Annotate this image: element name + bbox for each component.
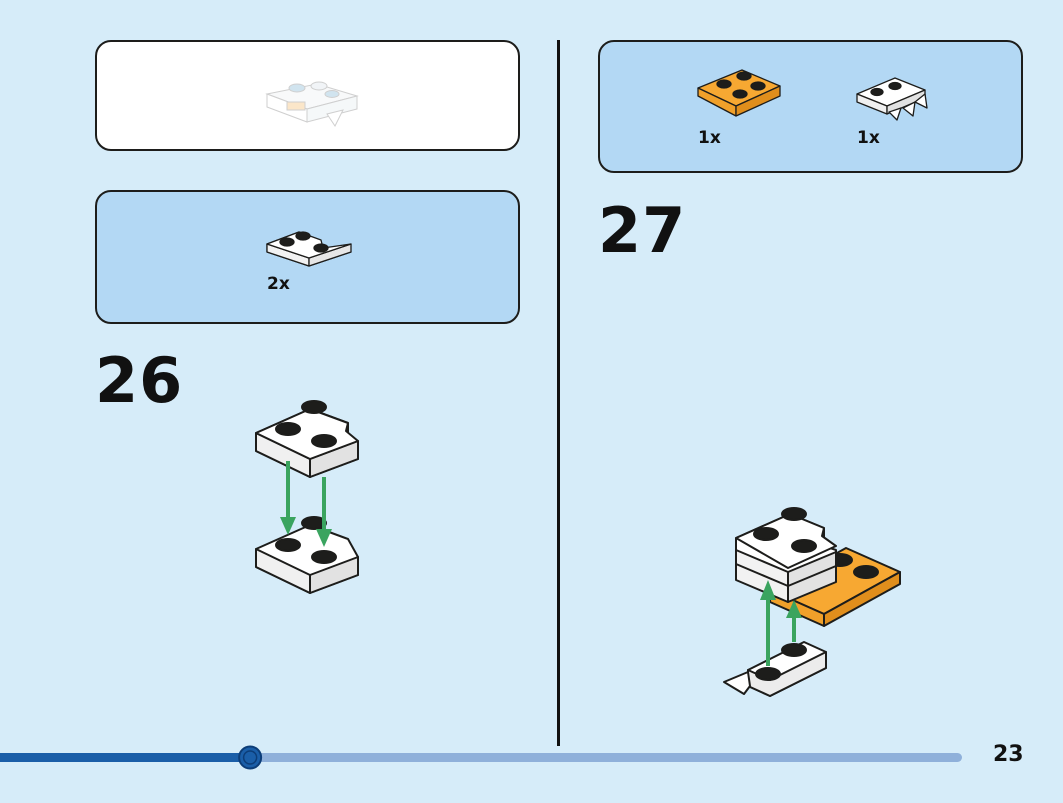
progress-marker-inner: [242, 750, 258, 765]
step-number-26: 26: [95, 344, 184, 417]
orange-plate-icon: [697, 69, 781, 117]
progress-marker: [238, 745, 263, 770]
step-26-assembly-illustration: [255, 400, 359, 594]
white-teeth-plate-icon: [856, 77, 928, 121]
previous-model-box: [95, 40, 520, 151]
parts-list-step-26: 2x: [95, 190, 520, 324]
progress-fill: [0, 753, 251, 762]
page-number: 23: [993, 742, 1024, 767]
step-number-27: 27: [598, 194, 687, 267]
page-divider: [557, 40, 560, 746]
model-preview-image: [265, 81, 359, 127]
white-corner-plate-icon: [266, 231, 352, 267]
progress-bar: [0, 745, 962, 770]
step-27-assembly-illustration: [723, 507, 901, 697]
part-quantity: 1x: [857, 128, 880, 148]
part-quantity: 1x: [698, 128, 721, 148]
parts-list-step-27: 1x 1x: [598, 40, 1023, 173]
part-quantity: 2x: [267, 274, 290, 294]
